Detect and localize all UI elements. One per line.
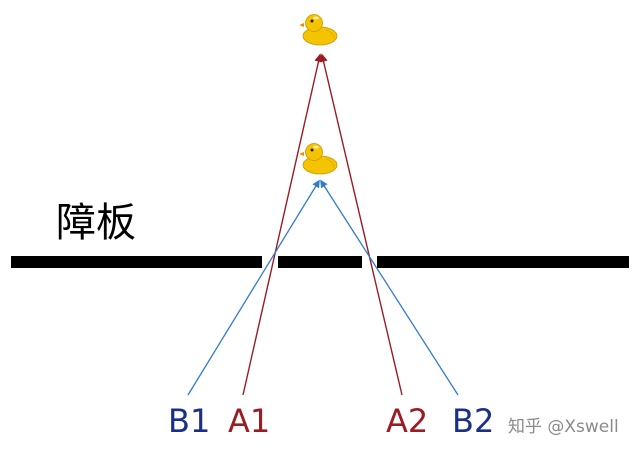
observer-label-a1: A1 [228,402,270,440]
far-duck-icon [300,13,338,46]
near-duck-icon [300,142,338,175]
sight-line-a1 [242,53,323,396]
observer-label-a2: A2 [386,402,428,440]
sight-line-a2 [319,53,403,396]
watermark-text: 知乎 @Xswell [508,417,619,437]
observer-label-b2: B2 [452,402,494,440]
barrier-left-segment [11,256,262,268]
observer-label-b1: B1 [168,402,210,440]
barrier-right-segment [377,256,629,268]
sight-line-b2 [320,179,459,396]
barrier-middle-segment [278,256,362,268]
sight-line-b1 [187,179,320,396]
board-label: 障板 [56,200,136,246]
